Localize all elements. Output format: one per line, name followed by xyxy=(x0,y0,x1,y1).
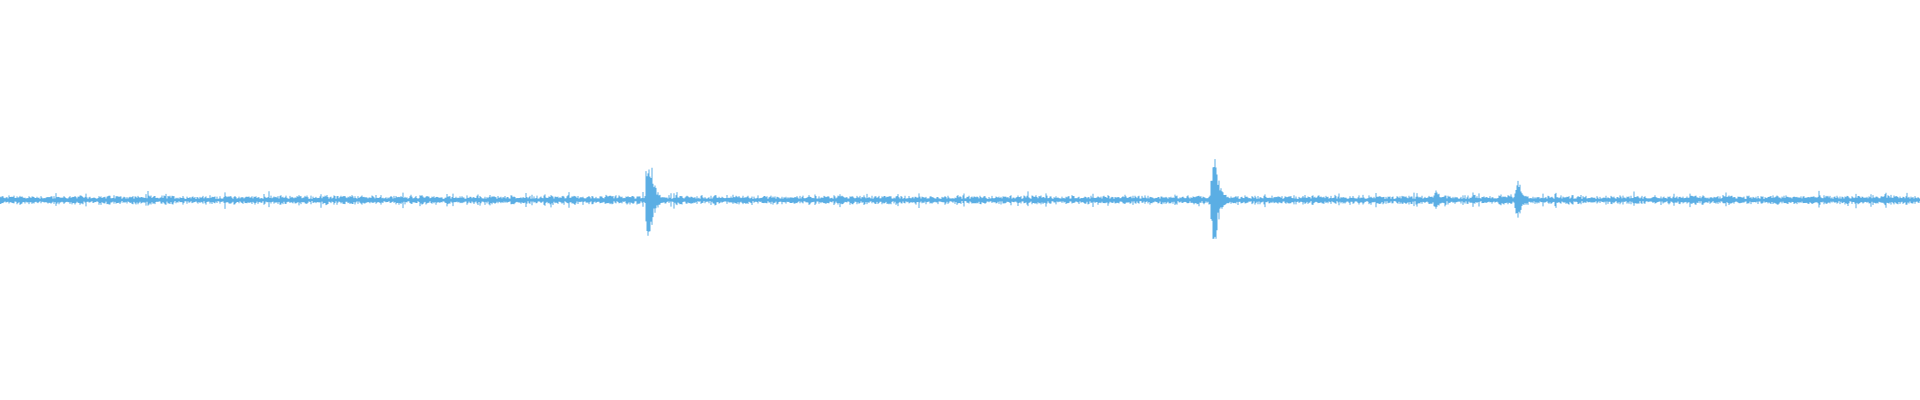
waveform-lines xyxy=(0,159,1920,239)
waveform-path xyxy=(0,159,1920,239)
